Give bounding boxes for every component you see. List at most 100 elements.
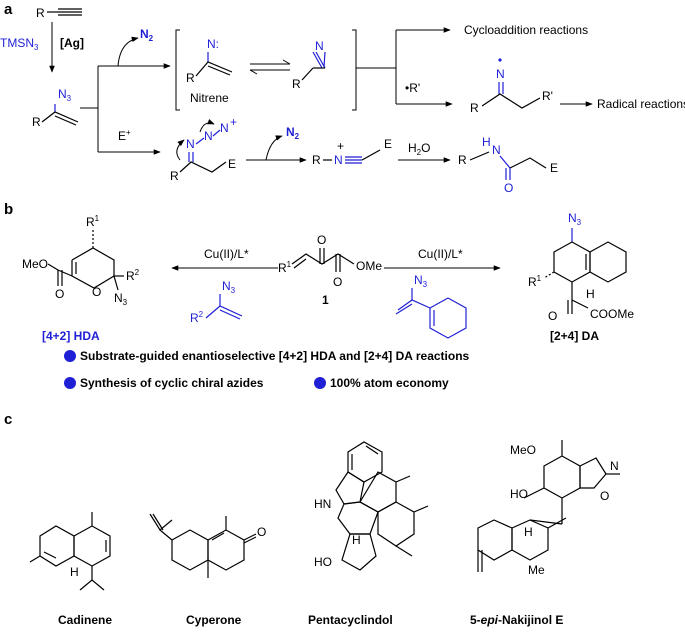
- int-bond-2: [212, 129, 221, 137]
- cycloaddition-text: Cycloaddition reactions: [464, 23, 588, 37]
- amide-e: E: [550, 161, 558, 175]
- center-chain: [291, 253, 355, 265]
- nitrilium-plus: +: [337, 139, 344, 153]
- left-n3: N3: [114, 291, 128, 307]
- amide-n: N: [492, 143, 501, 157]
- reag-right-n3: N3: [414, 273, 428, 289]
- nitrilium-triple-bond: [345, 156, 362, 164]
- alkyne-r: R: [36, 6, 45, 20]
- bullet-text-1: Substrate-guided enantioselective [4+2] …: [80, 349, 470, 363]
- panel-a-label: a: [4, 1, 13, 18]
- vinyl-azide-r: R: [32, 115, 41, 129]
- right-r1-hash: [543, 271, 555, 279]
- equilibrium-arrows: [249, 59, 291, 75]
- decalin-ring-left: [553, 241, 591, 283]
- center-o1: O: [317, 233, 326, 247]
- right-n3: N3: [568, 211, 582, 227]
- int-bond-1: [195, 137, 205, 145]
- n2-released-2: N2: [286, 125, 300, 141]
- left-ester-bond-2: [57, 269, 73, 277]
- left-r1: R1: [86, 214, 100, 229]
- nakijinol-structure: [477, 440, 620, 572]
- nakijinol-me: Me: [528, 563, 545, 577]
- right-coome: COOMe: [590, 307, 634, 321]
- int-plus: +: [230, 115, 237, 129]
- bullet-1: [64, 350, 76, 362]
- name-pentacyclindol: Pentacyclindol: [308, 613, 393, 627]
- nakijinol-o: O: [600, 489, 609, 503]
- nakijinol-n: N: [610, 459, 619, 473]
- nakijinol-meo: MeO: [510, 443, 536, 457]
- name-cyperone: Cyperone: [186, 613, 242, 627]
- nitrene-r: R: [186, 71, 195, 85]
- vinyl-double-bond: [54, 115, 77, 126]
- int-n3: N: [220, 121, 229, 135]
- hda-label: [4+2] HDA: [42, 329, 100, 343]
- nitrilium-r: R: [312, 153, 321, 167]
- nitrilium-chain: [361, 149, 381, 161]
- amide-h: H: [482, 135, 491, 149]
- center-r1: R1: [278, 260, 292, 275]
- vinyl-azide-chain: [41, 111, 79, 123]
- cadinene-structure: [29, 512, 111, 591]
- pentacyclindol-structure: [335, 441, 429, 571]
- amide-o: O: [504, 181, 513, 195]
- cond-right: Cu(II)/L*: [418, 247, 463, 261]
- nitrene-label: Nitrene: [190, 91, 229, 105]
- triple-bond: [58, 8, 82, 16]
- cond-left: Cu(II)/L*: [204, 247, 249, 261]
- left-ester-bond: [47, 263, 59, 271]
- int-n1: N: [186, 137, 195, 151]
- panel-c-label: c: [4, 411, 12, 428]
- iminyl-rp: R': [542, 89, 553, 103]
- nitrilium-e: E: [384, 137, 392, 151]
- center-number: 1: [322, 293, 329, 307]
- nakijinol-h: H: [524, 525, 533, 539]
- cyperone-o: O: [257, 525, 266, 539]
- cadinene-h: H: [70, 565, 79, 579]
- n2-release-arrow-1: [117, 36, 139, 67]
- left-o-ring: O: [92, 285, 101, 299]
- center-o2: O: [333, 275, 342, 289]
- bullet-text-3: 100% atom economy: [330, 376, 449, 390]
- n2-released-1: N2: [140, 27, 154, 43]
- right-o: O: [548, 309, 557, 323]
- amide-r: R: [458, 153, 467, 167]
- radical-reactions-text: Radical reactions: [597, 97, 685, 111]
- bracket-right: [352, 29, 357, 111]
- name-cadinene: Cadinene: [58, 613, 112, 627]
- pentacyclindol-ho: HO: [314, 555, 332, 569]
- nitrilium-n: N: [334, 153, 343, 167]
- pentacyclindol-hn: HN: [314, 497, 331, 511]
- center-alkene: [293, 258, 307, 269]
- left-meo: MeO: [22, 257, 48, 271]
- int-e: E: [228, 157, 236, 171]
- nakijinol-ho: HO: [510, 487, 528, 501]
- bullet-text-2: Synthesis of cyclic chiral azides: [80, 376, 264, 390]
- azirine-ring: [312, 51, 326, 69]
- vinyl-azide-n3: N3: [58, 87, 72, 103]
- iminyl-r: R: [470, 101, 479, 115]
- dihydropyran-ring: [71, 247, 115, 289]
- iminyl-chain: [481, 93, 541, 109]
- int-n2: N: [204, 129, 213, 143]
- nitrene-chain: [195, 61, 233, 77]
- amide-chain: [509, 157, 547, 169]
- amide-rn-bond: [469, 151, 490, 161]
- reag-right-chain: [397, 299, 431, 311]
- right-h: H: [586, 287, 595, 301]
- right-r1: R1: [528, 274, 542, 289]
- right-ester-bond: [571, 299, 589, 309]
- name-nakijinol: 5-epi-Nakijinol E: [470, 613, 563, 627]
- cyperone-structure: [149, 513, 257, 578]
- decalin-ring-right: [589, 241, 627, 283]
- azirine-r: R: [292, 77, 301, 91]
- int-r: R: [170, 169, 179, 183]
- electrophile: E+: [118, 128, 131, 143]
- water: H2O: [408, 141, 430, 157]
- reag-left-r2: R2: [190, 310, 204, 325]
- int-curved-arrow-2: [199, 119, 215, 133]
- nitrene-n: N:: [207, 37, 219, 51]
- left-n3-wedge: [113, 275, 119, 291]
